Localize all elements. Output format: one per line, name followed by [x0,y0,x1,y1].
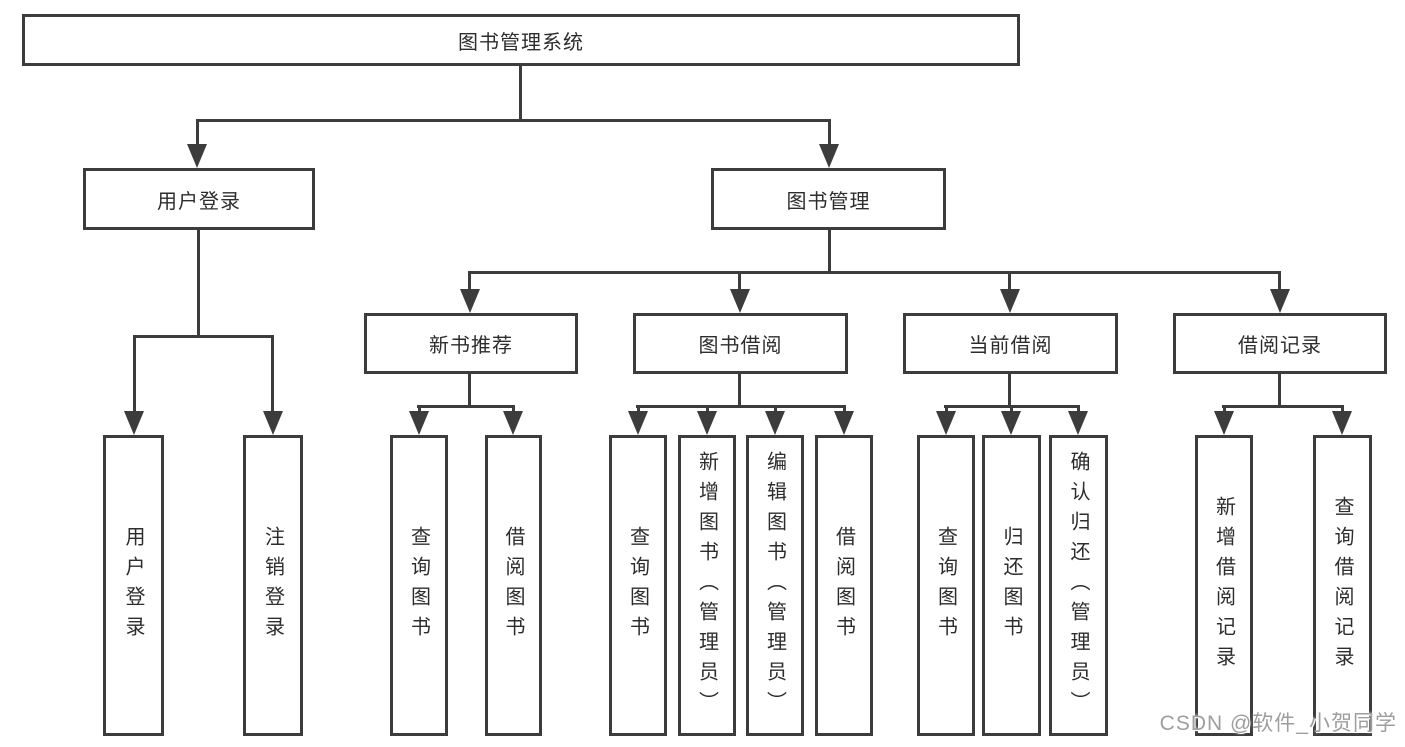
node-user-login: 用户登录 [83,168,315,230]
connector-to-current-borrow [1008,271,1011,293]
leaf-borrow-books: 借阅图书 [815,435,873,736]
arrow-down [263,411,283,435]
leaf-confirm-return-admin: 确认归还（管理员） [1049,435,1108,736]
leaf-query-books-borrow-label: 查询图书 [626,525,649,646]
arrow-down [1068,411,1088,435]
arrow-down [765,411,785,435]
node-new-book-recommend-label: 新书推荐 [429,335,513,357]
leaf-user-login-label: 用户登录 [122,525,144,646]
connector-group4-stem [1278,374,1281,407]
connector-group1-branch [417,405,515,408]
connector-to-new-book [468,271,471,293]
leaf-user-login: 用户登录 [103,435,164,736]
arrow-down [697,411,717,435]
node-current-borrow-label: 当前借阅 [968,335,1053,357]
leaf-query-books-current-label: 查询图书 [934,525,957,646]
arrow-down [1214,411,1234,435]
leaf-query-books-current: 查询图书 [917,435,975,736]
arrow-down [834,411,854,435]
watermark: CSDN @软件_小贺同学 [1159,712,1397,735]
connector-user-login-branch [133,335,274,338]
leaf-borrow-books-label: 借阅图书 [832,525,855,646]
leaf-borrow-books-recommend: 借阅图书 [485,435,542,736]
arrow-down [1000,289,1020,313]
connector-book-management-stem [828,230,831,273]
node-current-borrow: 当前借阅 [903,313,1118,374]
leaf-query-books-recommend: 查询图书 [390,435,448,736]
connector-to-user-login [196,119,199,150]
connector-root-stem [519,64,522,121]
connector-group2-branch [636,405,846,408]
leaf-add-book-admin-label: 新增图书（管理员） [695,450,718,721]
connector-group2-stem [738,374,741,407]
arrow-down [124,411,144,435]
connector-user-login-stem [197,230,200,337]
node-new-book-recommend: 新书推荐 [364,313,578,374]
connector-group3-stem [1008,374,1011,407]
leaf-return-book-label: 归还图书 [1000,525,1022,646]
arrow-down [460,289,480,313]
node-book-management: 图书管理 [711,168,946,230]
node-root-label: 图书管理系统 [458,31,584,54]
node-user-login-label: 用户登录 [157,190,241,213]
connector-group1-stem [468,374,471,407]
connector-to-leaf-logout [271,335,274,415]
node-root: 图书管理系统 [22,14,1020,66]
leaf-add-book-admin: 新增图书（管理员） [678,435,736,736]
leaf-logout-label: 注销登录 [261,525,284,646]
connector-to-borrow-records [1278,271,1281,293]
leaf-query-borrow-record: 查询借阅记录 [1313,435,1372,736]
arrow-down [1332,411,1352,435]
node-borrow-records-label: 借阅记录 [1238,335,1322,357]
leaf-logout: 注销登录 [243,435,303,736]
arrow-down [187,144,207,168]
leaf-borrow-books-recommend-label: 借阅图书 [502,525,524,646]
node-borrow-records: 借阅记录 [1173,313,1387,374]
leaf-query-books-recommend-label: 查询图书 [407,525,430,646]
arrow-down [730,289,750,313]
leaf-add-borrow-record-label: 新增借阅记录 [1212,495,1235,676]
arrow-down [1270,289,1290,313]
connector-level2-branch [196,119,830,122]
arrow-down [819,144,839,168]
leaf-edit-book-admin-label: 编辑图书（管理员） [763,450,786,721]
leaf-confirm-return-admin-label: 确认归还（管理员） [1067,450,1089,721]
leaf-edit-book-admin: 编辑图书（管理员） [746,435,804,736]
arrow-down [409,411,429,435]
leaf-return-book: 归还图书 [982,435,1041,736]
connector-to-book-borrow [738,271,741,293]
connector-to-leaf-login [133,335,136,415]
leaf-query-borrow-record-label: 查询借阅记录 [1331,495,1353,676]
leaf-query-books-borrow: 查询图书 [609,435,667,736]
leaf-add-borrow-record: 新增借阅记录 [1195,435,1253,736]
arrow-down [628,411,648,435]
arrow-down [936,411,956,435]
connector-group4-branch [1222,405,1344,408]
node-book-management-label: 图书管理 [786,190,871,213]
node-book-borrow: 图书借阅 [633,313,848,374]
node-book-borrow-label: 图书借阅 [698,335,783,357]
connector-level3-branch [468,271,1281,274]
connector-to-book-management [828,119,831,150]
arrow-down [1001,411,1021,435]
arrow-down [503,411,523,435]
